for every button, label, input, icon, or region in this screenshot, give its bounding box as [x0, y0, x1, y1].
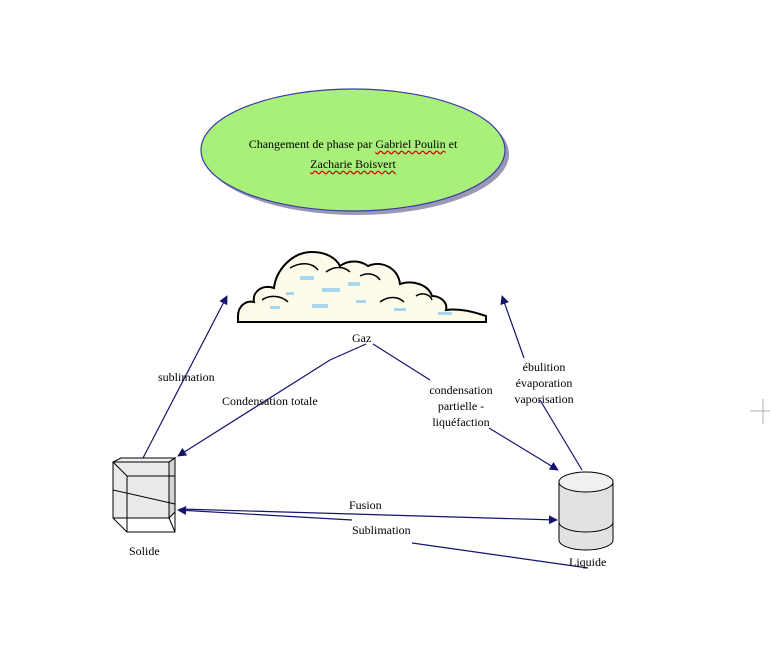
label-condensation-partielle: condensation partielle - liquéfaction	[420, 382, 502, 430]
cloud-icon	[237, 250, 487, 323]
cube-icon	[112, 457, 177, 533]
condensation-partielle-line2: partielle -	[437, 399, 485, 413]
label-gaz: Gaz	[352, 331, 372, 345]
title-part2: et	[445, 137, 458, 151]
line-gaz-left	[329, 343, 367, 361]
label-sublimation-low: Sublimation	[352, 523, 411, 537]
title-name2: Zacharie Boisvert	[310, 157, 396, 171]
label-fusion: Fusion	[349, 498, 382, 512]
title-name1: Gabriel Poulin	[375, 137, 446, 151]
arrow-fusion	[179, 508, 558, 525]
cylinder-icon	[558, 471, 614, 551]
label-liquide: Liquide	[569, 555, 607, 569]
ebulition-line3: vaporisation	[514, 392, 574, 406]
title-part1: Changement de phase par	[248, 137, 376, 151]
arrow-sublimation-up	[142, 295, 228, 459]
diagram-title: Changement de phase par Gabriel Poulin e…	[238, 134, 468, 174]
line-liquide-up	[539, 399, 583, 471]
arrow-condensation-partielle	[488, 427, 559, 471]
arrow-sublimation-low	[177, 505, 353, 521]
label-sublimation-up: sublimation	[158, 370, 215, 384]
crosshair-icon	[750, 399, 770, 424]
condensation-partielle-line1: condensation	[429, 383, 493, 397]
condensation-partielle-line3: liquéfaction	[432, 415, 490, 429]
label-ebulition: ébulition évaporation vaporisation	[505, 359, 583, 407]
arrow-ebulition	[500, 295, 525, 359]
line-gaz-right	[372, 343, 431, 381]
label-condensation-totale: Condensation totale	[222, 394, 318, 408]
arrow-condensation-totale	[177, 359, 331, 457]
label-solide: Solide	[129, 544, 160, 558]
title-ellipse	[200, 88, 509, 215]
connectors	[142, 295, 589, 569]
ebulition-line1: ébulition	[522, 360, 566, 374]
ebulition-line2: évaporation	[515, 376, 573, 390]
line-sublimation-low	[411, 542, 589, 569]
